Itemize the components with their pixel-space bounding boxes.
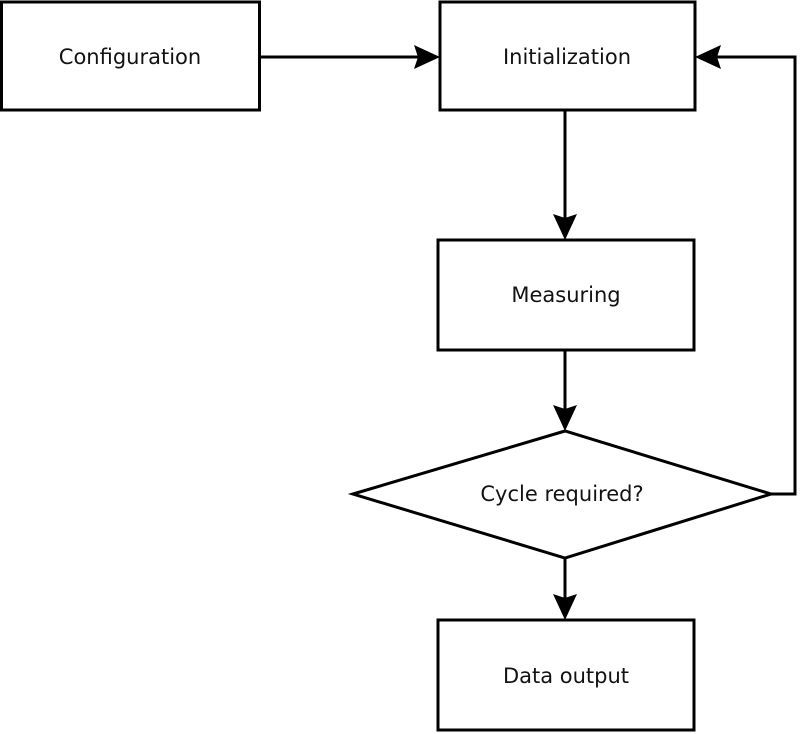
arrow-head-icon xyxy=(695,45,721,69)
node-initialization-box[interactable] xyxy=(438,0,697,112)
arrow-head-icon xyxy=(553,405,577,431)
arrow-head-icon xyxy=(414,45,440,69)
node-configuration-box[interactable] xyxy=(0,0,261,112)
node-measuring[interactable]: Measuring xyxy=(436,238,696,352)
node-data-output-box[interactable] xyxy=(436,618,696,732)
node-measuring-box[interactable] xyxy=(436,238,696,352)
edge-initialization-to-measuring xyxy=(553,110,577,240)
connectors-group xyxy=(260,45,797,620)
arrow-head-icon xyxy=(553,214,577,240)
node-data-output[interactable]: Data output xyxy=(436,618,696,732)
node-data-output-label: Data output xyxy=(503,664,629,688)
edge-cycle-required-to-initialization-feedback xyxy=(695,45,797,496)
nodes-group: Configuration Initialization Measuring C… xyxy=(0,0,777,732)
edge-line xyxy=(706,55,797,496)
node-measuring-label: Measuring xyxy=(511,283,620,307)
node-cycle-required[interactable]: Cycle required? xyxy=(347,429,777,560)
node-configuration[interactable]: Configuration xyxy=(0,0,261,112)
node-initialization-label: Initialization xyxy=(503,45,631,69)
edge-configuration-to-initialization xyxy=(260,45,440,69)
arrow-head-icon xyxy=(553,594,577,620)
node-cycle-required-label: Cycle required? xyxy=(480,482,643,506)
node-initialization[interactable]: Initialization xyxy=(438,0,697,112)
node-cycle-required-diamond[interactable] xyxy=(347,429,777,560)
edge-cycle-required-to-data-output xyxy=(553,558,577,620)
node-configuration-label: Configuration xyxy=(59,45,201,69)
edge-measuring-to-cycle-required xyxy=(553,350,577,431)
